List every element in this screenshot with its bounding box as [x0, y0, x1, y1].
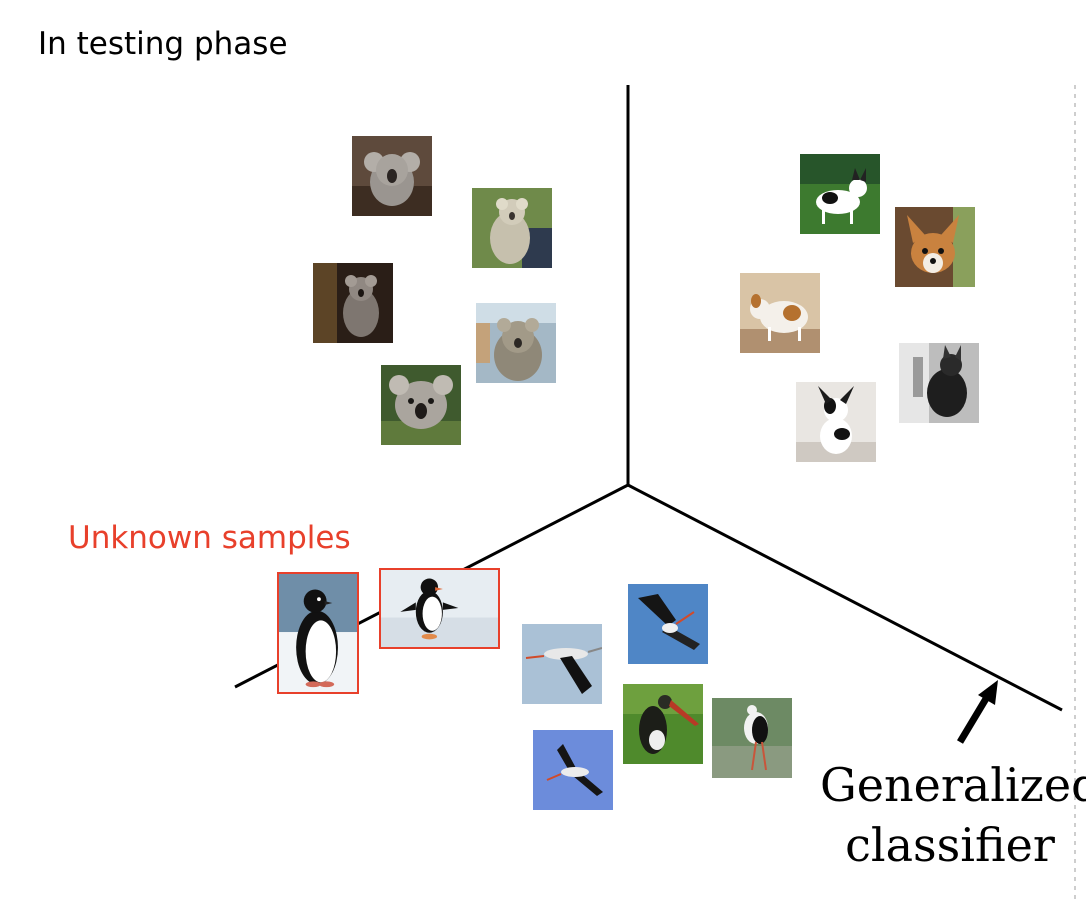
koala-photo-icon — [313, 263, 393, 343]
koala-thumb — [472, 188, 552, 268]
chihuahua-photo-icon — [796, 382, 876, 462]
penguin-thumb-unknown — [379, 568, 500, 649]
stork-photo-icon — [628, 584, 708, 664]
stork-photo-icon — [522, 624, 602, 704]
penguin-thumb-unknown — [277, 572, 359, 694]
stork-thumb — [522, 624, 602, 704]
koala-photo-icon — [352, 136, 432, 216]
koala-photo-icon — [472, 188, 552, 268]
classifier-label: Generalized classifier — [820, 755, 1086, 875]
koala-thumb — [352, 136, 432, 216]
koala-photo-icon — [381, 365, 461, 445]
dog-thumb — [899, 343, 979, 423]
stork-photo-icon — [623, 684, 703, 764]
koala-photo-icon — [476, 303, 556, 383]
chihuahua-photo-icon — [740, 273, 820, 353]
dog-thumb — [796, 382, 876, 462]
classifier-label-line1: Generalized — [820, 758, 1086, 812]
dog-thumb — [740, 273, 820, 353]
stork-thumb — [712, 698, 792, 778]
penguin-photo-icon — [381, 570, 498, 647]
classifier-label-line2: classifier — [845, 818, 1055, 872]
diagram-title: In testing phase — [38, 26, 288, 62]
koala-thumb — [313, 263, 393, 343]
dog-thumb — [800, 154, 880, 234]
stork-thumb — [628, 584, 708, 664]
chihuahua-photo-icon — [899, 343, 979, 423]
classifier-arrow — [956, 680, 998, 744]
koala-thumb — [381, 365, 461, 445]
chihuahua-photo-icon — [800, 154, 880, 234]
stork-photo-icon — [712, 698, 792, 778]
stork-photo-icon — [533, 730, 613, 810]
dog-thumb — [895, 207, 975, 287]
stork-thumb — [533, 730, 613, 810]
axis-right — [627, 483, 1063, 712]
stork-thumb — [623, 684, 703, 764]
koala-thumb — [476, 303, 556, 383]
chihuahua-photo-icon — [895, 207, 975, 287]
unknown-samples-label: Unknown samples — [68, 520, 351, 556]
penguin-photo-icon — [279, 574, 357, 692]
